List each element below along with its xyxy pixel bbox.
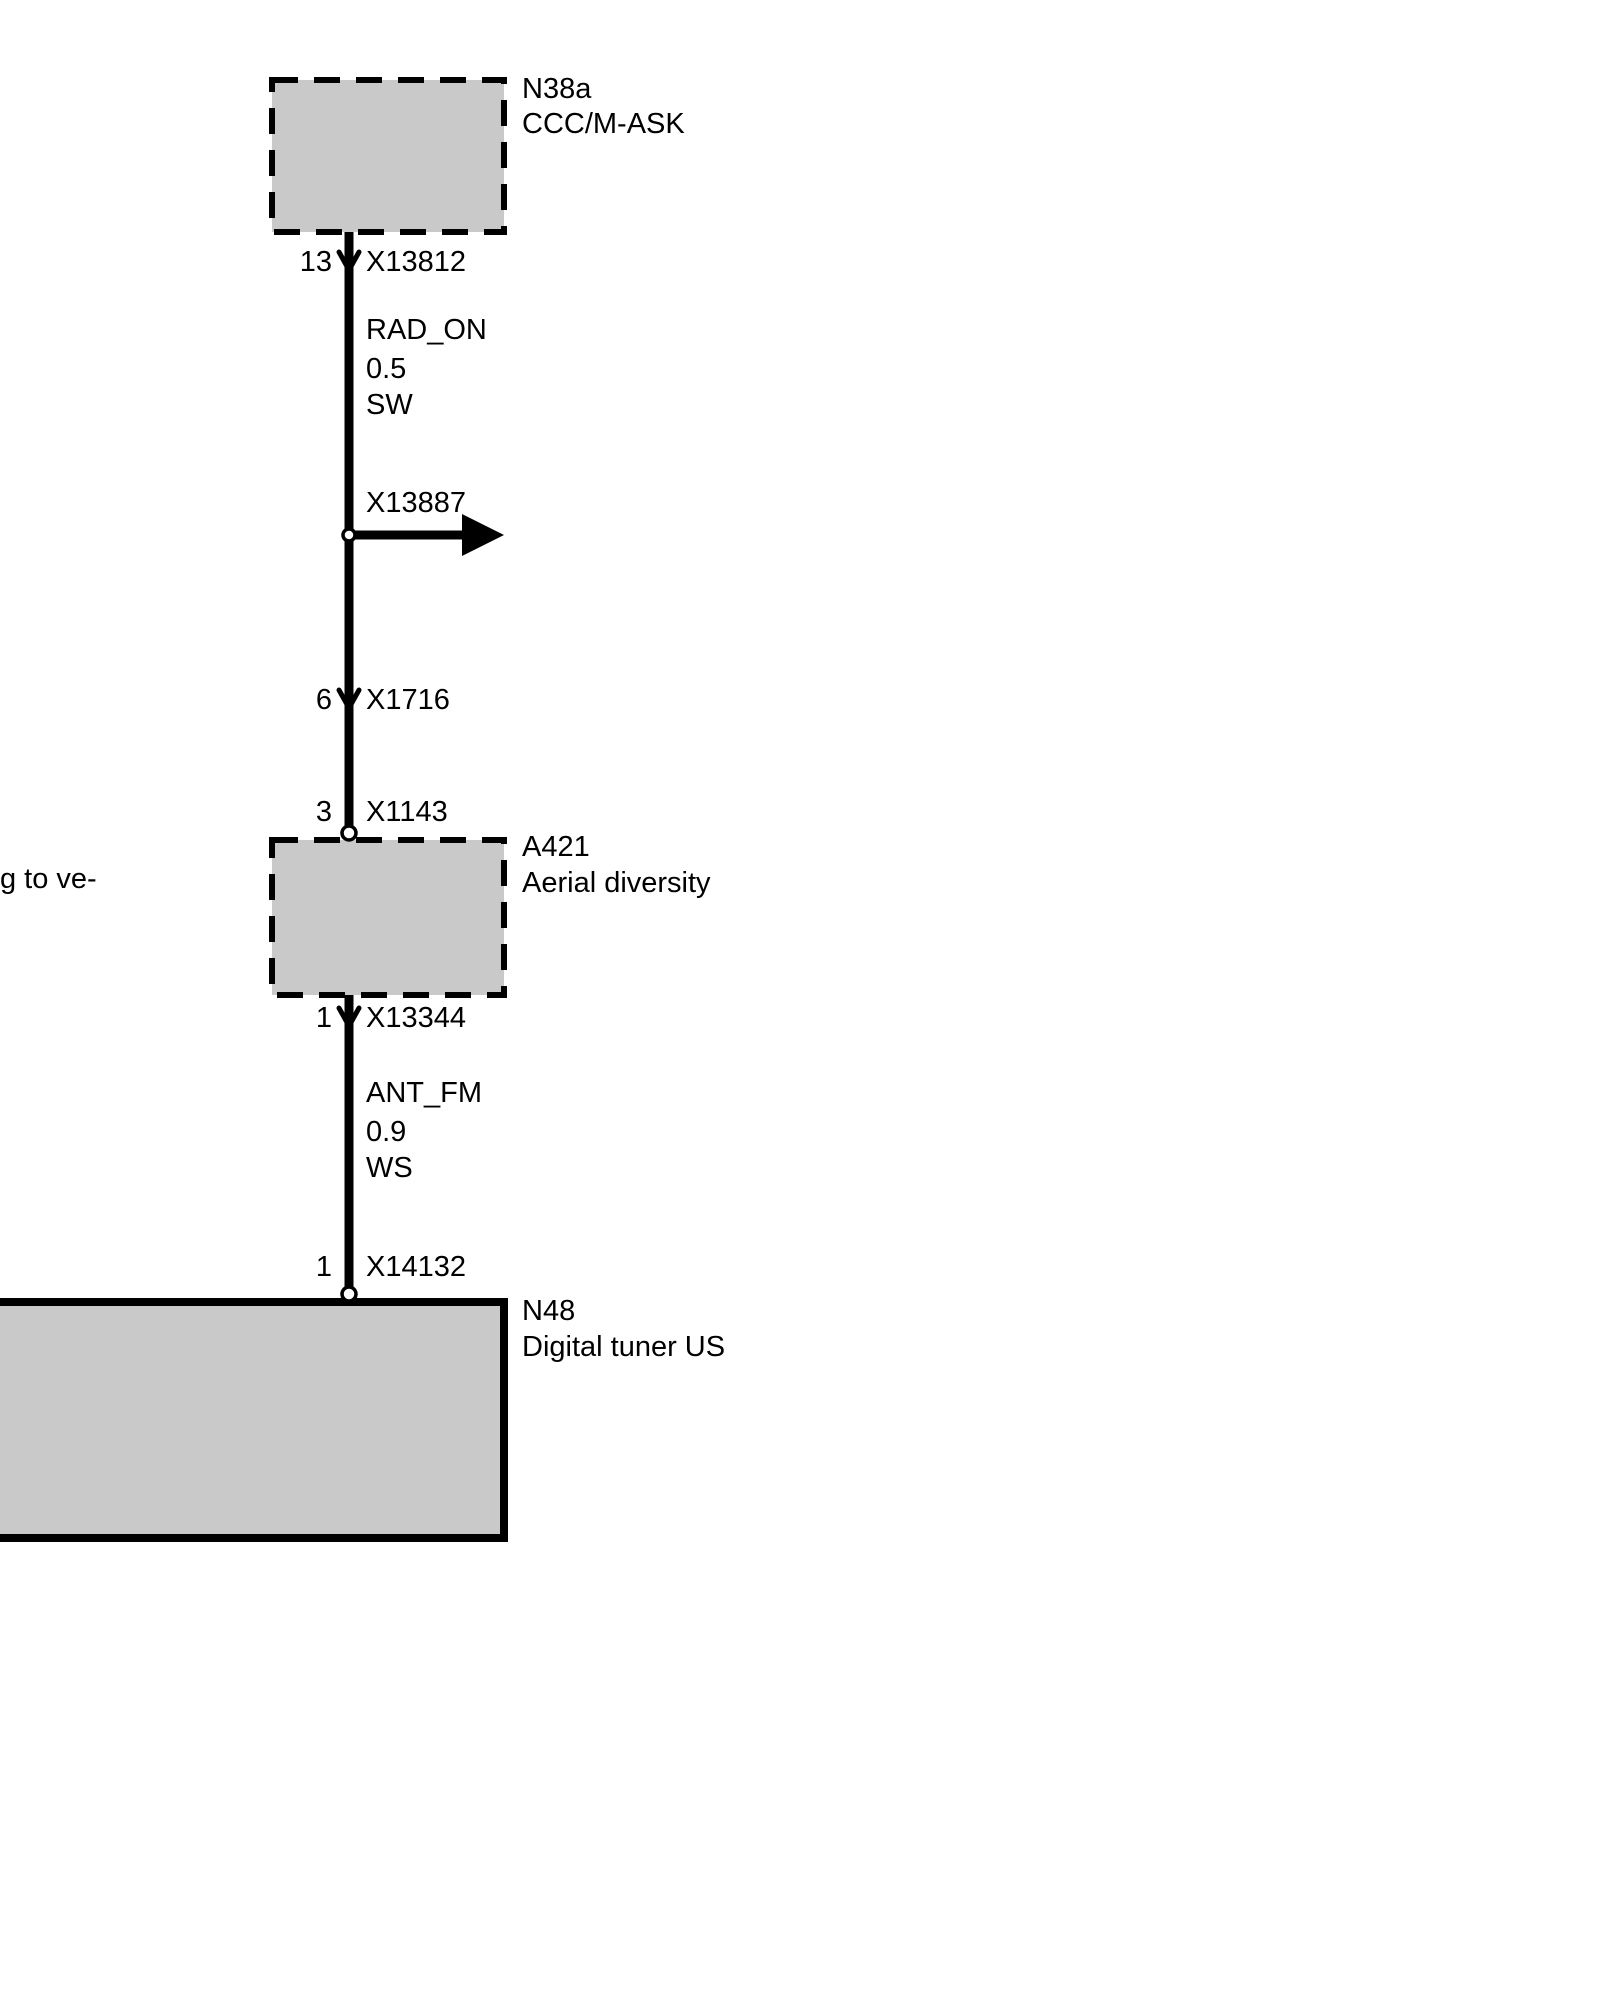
component-name-n48: Digital tuner US [522, 1331, 725, 1363]
wire-name-rad-on: RAD_ON [366, 314, 487, 346]
component-name-a421: Aerial diversity [522, 867, 711, 899]
connector-label-x13344: X13344 [366, 1002, 466, 1034]
component-id-n48: N48 [522, 1295, 575, 1327]
connector-label-x1716: X1716 [366, 684, 450, 716]
wire-color-rad-on: SW [366, 389, 413, 421]
component-id-a421: A421 [522, 831, 590, 863]
connector-fork-icon-x13344 [336, 1005, 362, 1032]
component-name-n38a: CCC/M-ASK [522, 108, 685, 140]
component-box-a421 [269, 837, 507, 998]
connector-label-x13812: X13812 [366, 246, 466, 278]
wire-size-rad-on: 0.5 [366, 353, 406, 385]
junction-dot-x13887 [341, 527, 357, 543]
connector-label-x14132: X14132 [366, 1251, 466, 1283]
connector-label-x13887: X13887 [366, 487, 466, 519]
cut-off-left-text: g to ve- [0, 863, 97, 895]
pin-number-x13344: 1 [316, 1002, 332, 1034]
wire-color-ant-fm: WS [366, 1152, 413, 1184]
pin-number-x14132: 1 [316, 1251, 332, 1283]
pin-number-x1716: 6 [316, 684, 332, 716]
component-box-n48 [0, 1298, 508, 1542]
wire-size-ant-fm: 0.9 [366, 1116, 406, 1148]
connector-fork-icon-x13812 [336, 249, 362, 276]
entry-socket-icon-x14132 [340, 1285, 358, 1303]
entry-socket-icon-x1143 [340, 824, 358, 842]
connector-fork-icon-x1716 [336, 687, 362, 714]
wire-name-ant-fm: ANT_FM [366, 1077, 482, 1109]
branch-arrow-icon [462, 514, 504, 556]
component-id-n38a: N38a [522, 73, 592, 105]
pin-number-x1143: 3 [316, 796, 332, 828]
component-box-n38a [269, 77, 507, 235]
connector-label-x1143: X1143 [366, 796, 448, 828]
pin-number-x13812: 13 [300, 246, 332, 278]
